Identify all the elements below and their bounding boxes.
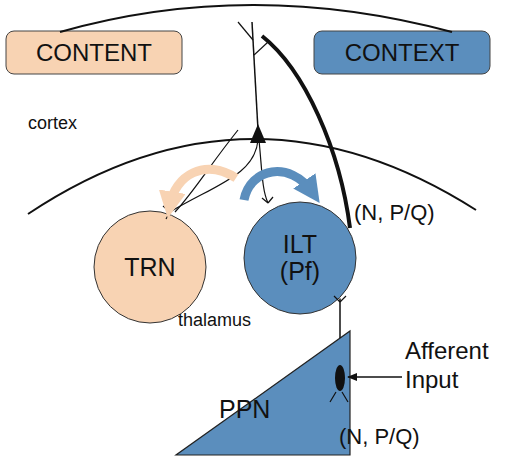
circle-outline [244,202,356,314]
annotation-label: (N, P/Q) [339,424,420,450]
ilt-circle: ILT (Pf) [243,201,357,315]
ppn-soma [335,365,345,391]
pyramidal-soma [250,124,266,143]
projection-axon [339,299,341,338]
node-label: CONTEXT [345,40,460,66]
node-label: ILT (Pf) [272,231,328,285]
box-outline [6,31,182,74]
annotation-label: cortex [28,113,77,135]
thalamocortical-axon [262,36,350,228]
thalamic-projection [175,130,238,212]
box-outline [314,31,490,74]
loop-arrow [244,172,312,200]
ppn-triangle-outline [175,330,351,456]
dendrite-branch [238,22,253,40]
node-label: TRN [124,254,175,281]
annotation-label: Afferent Input [405,337,530,395]
triangle-outline [176,331,350,455]
apical-dendrite [252,22,258,130]
axon-terminal [163,206,170,219]
context-box: CONTEXT [313,30,491,75]
corticothalamic-axon [259,140,268,203]
loop-arrow [170,169,236,205]
axon-terminal [334,296,346,302]
axon-terminal [262,197,273,203]
ppn-triangle: PPN [175,330,351,456]
annotation-label: thalamus [178,310,251,332]
content-box: CONTENT [5,30,183,75]
node-label: CONTENT [36,40,152,66]
dendrite-branch [254,42,268,55]
trn-circle: TRN [93,210,207,324]
ppn-dendrite [330,392,348,402]
corticothalamic-axon [170,140,258,212]
node-label: PPN [219,396,270,423]
annotation-label: (N, P/Q) [354,200,435,226]
cortex-boundary-arc [60,5,452,32]
circle-outline [94,211,206,323]
input-arrow [348,376,402,378]
